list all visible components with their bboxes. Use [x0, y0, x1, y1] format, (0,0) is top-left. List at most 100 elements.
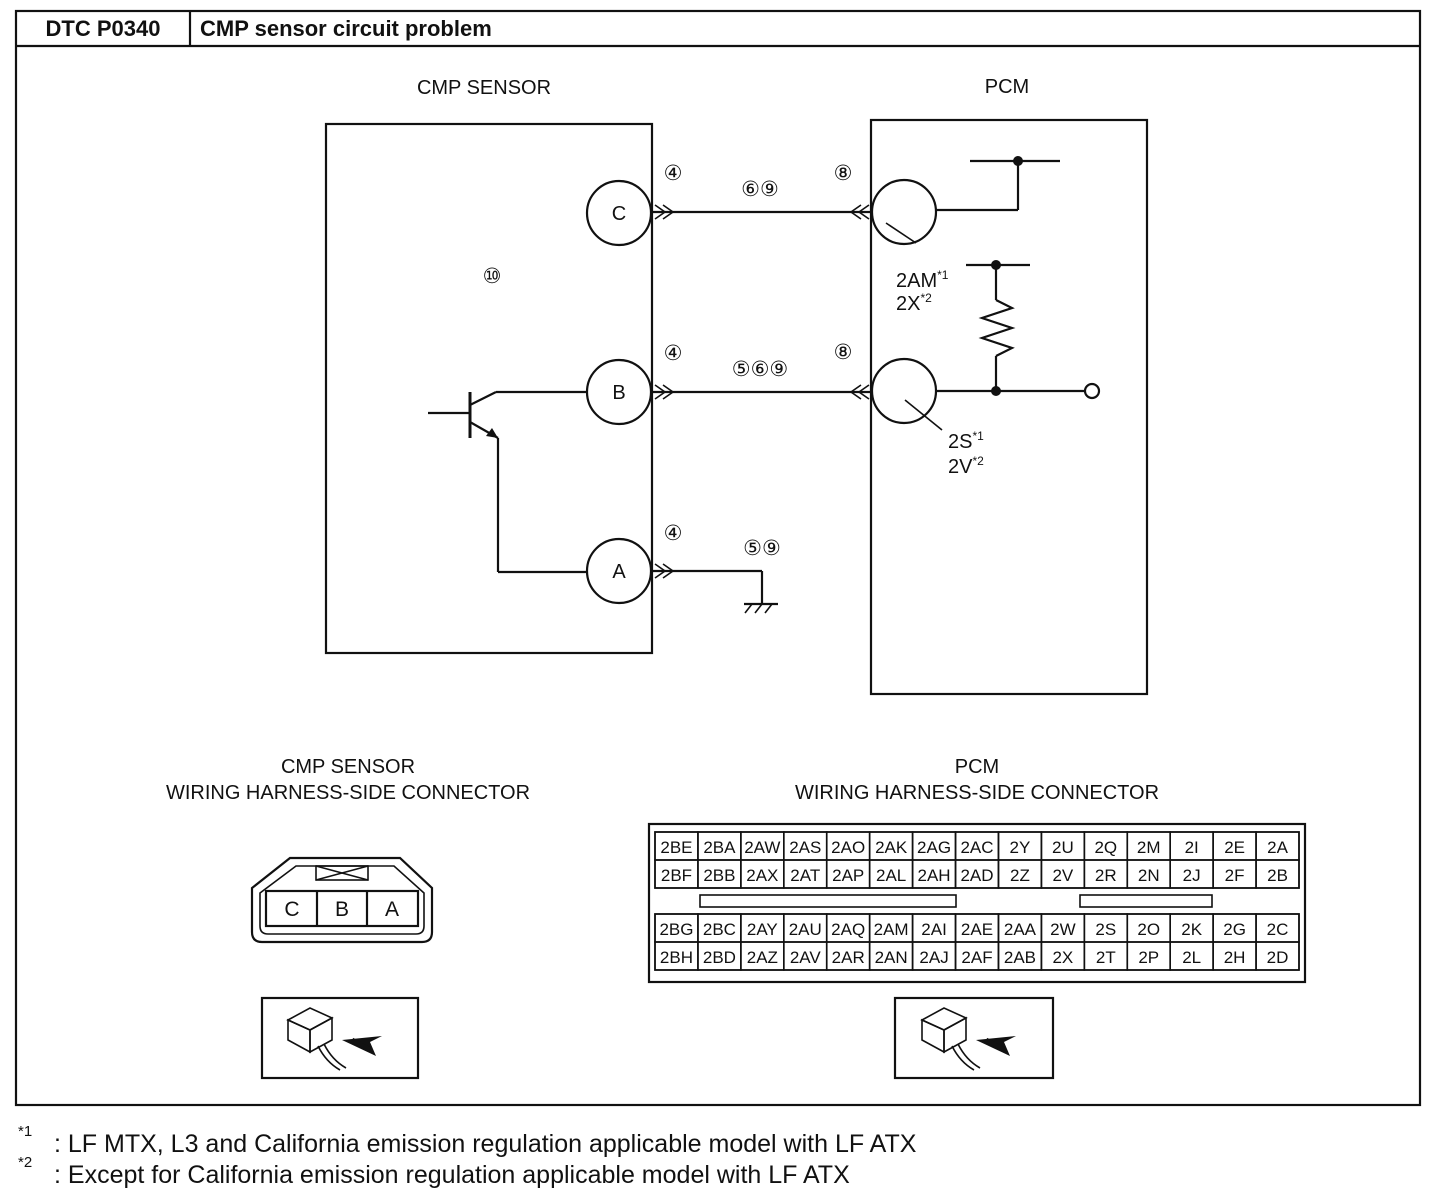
pcm-connector-pin-label: 2T — [1096, 948, 1116, 967]
pcm-connector-pin-label: 2P — [1138, 948, 1159, 967]
pcm-connector-pin-label: 2J — [1183, 866, 1201, 885]
pcm-connector-pin-label: 2K — [1181, 920, 1202, 939]
pcm-connector-pin-label: 2AM — [874, 920, 909, 939]
pcm-connector-pin-label: 2AY — [747, 920, 778, 939]
cmp-connector-title-1: CMP SENSOR — [281, 756, 415, 778]
pcm-connector-pin-label: 2BE — [660, 838, 692, 857]
pcm-connector-pin-label: 2BH — [660, 948, 693, 967]
cmp-sensor-box — [324, 122, 654, 655]
pcm-connector-pin-label: 2AS — [789, 838, 821, 857]
dtc-title: CMP sensor circuit problem — [200, 16, 492, 41]
pcm-connector-pin-label: 2O — [1137, 920, 1160, 939]
pcm-pin-upper-label: 2AM*1 2X*2 — [896, 268, 949, 315]
pcm-connector-pin-label: 2V — [1052, 866, 1073, 885]
cmp-connector: C B A — [250, 856, 434, 944]
pcm-connector-pin-label: 2U — [1052, 838, 1074, 857]
pcm-connector-pin-label: 2N — [1138, 866, 1160, 885]
pcm-pin-upper — [870, 178, 938, 246]
pcm-connector-pin-label: 2Q — [1094, 838, 1117, 857]
ref-sensor-c: ④ — [664, 162, 683, 185]
svg-text:: LF MTX, L3 and California em: : LF MTX, L3 and California emission reg… — [54, 1130, 917, 1158]
pcm-connector-pin-label: 2AA — [1004, 920, 1037, 939]
ref-wire-a: ⑤⑨ — [743, 537, 781, 560]
pcm-connector-pin-label: 2X — [1052, 948, 1073, 967]
transistor-symbol — [428, 390, 587, 574]
pcm-connector-pin-label: 2C — [1267, 920, 1289, 939]
pcm-connector-pin-label: 2AR — [832, 948, 865, 967]
svg-text:2X*2: 2X*2 — [896, 291, 932, 315]
pcm-connector-pin-label: 2E — [1224, 838, 1245, 857]
ref-sensor-a: ④ — [664, 522, 683, 545]
ref-pcm-b: ⑧ — [834, 341, 853, 364]
pcm-pin-lower-label: 2S*1 2V*2 — [948, 429, 984, 478]
ref-wire-b: ⑤⑥⑨ — [732, 358, 788, 381]
dtc-code: DTC P0340 — [46, 16, 161, 41]
pcm-connector-pin-label: 2AF — [961, 948, 992, 967]
pcm-connector-pin-label: 2BD — [703, 948, 736, 967]
cmp-connector-pin-b: B — [335, 898, 349, 921]
cmp-connector-pin-c: C — [284, 898, 299, 921]
pcm-connector-pin-label: 2AH — [918, 866, 951, 885]
pcm-connector-pin-label: 2A — [1267, 838, 1288, 857]
svg-text:2S*1: 2S*1 — [948, 429, 984, 453]
ref-sensor-b: ④ — [664, 342, 683, 365]
pcm-connector-pin-label: 2AW — [744, 838, 780, 857]
cmp-view-direction-icon — [260, 996, 420, 1080]
pcm-pin-lower — [870, 357, 938, 425]
sensor-pin-c-label: C — [612, 203, 626, 225]
pcm-connector-cell — [1255, 941, 1300, 971]
sensor-internal-ref: ⑩ — [483, 265, 502, 288]
pcm-connector-pin-label: 2Y — [1010, 838, 1031, 857]
pcm-connector-pin-label: 2BG — [659, 920, 693, 939]
pcm-connector-pin-label: 2BB — [703, 866, 735, 885]
pcm-connector-pin-label: 2AP — [832, 866, 864, 885]
pcm-connector-pin-label: 2AI — [921, 920, 947, 939]
pcm-connector-pin-label: 2Z — [1010, 866, 1030, 885]
pcm-view-direction-icon — [893, 996, 1055, 1080]
pcm-connector-pin-label: 2L — [1182, 948, 1201, 967]
pcm-connector-pin-label: 2AV — [790, 948, 822, 967]
diagram-frame — [14, 9, 1422, 1107]
svg-text:*1: *1 — [18, 1123, 32, 1140]
wire-a — [651, 563, 764, 604]
pcm-connector-pin-label: 2AE — [961, 920, 993, 939]
ref-wire-c: ⑥⑨ — [741, 178, 779, 201]
svg-text:: Except for California emissi: : Except for California emission regulat… — [54, 1161, 850, 1189]
svg-text:2AM*1: 2AM*1 — [896, 268, 949, 292]
pcm-connector-pin-label: 2AC — [960, 838, 993, 857]
pcm-connector-pin-label: 2AO — [831, 838, 865, 857]
pcm-connector-pin-label: 2AU — [789, 920, 822, 939]
pcm-connector-title-1: PCM — [955, 756, 999, 778]
pcm-connector-pin-label: 2AB — [1004, 948, 1036, 967]
pcm-connector-pin-label: 2S — [1095, 920, 1116, 939]
pcm-connector-pin-label: 2I — [1185, 838, 1199, 857]
pcm-connector-pin-label: 2D — [1267, 948, 1289, 967]
pcm-connector-cell — [1255, 859, 1300, 889]
footnote-2: *2 : Except for California emission regu… — [18, 1154, 850, 1189]
pcm-connector-pin-label: 2G — [1223, 920, 1246, 939]
pcm-connector-pin-label: 2B — [1267, 866, 1288, 885]
pcm-connector-pin-label: 2AL — [876, 866, 906, 885]
svg-text:*2: *2 — [18, 1154, 32, 1171]
pcm-connector-pin-label: 2BC — [703, 920, 736, 939]
pcm-connector-pin-label: 2AJ — [919, 948, 948, 967]
pcm-label: PCM — [985, 76, 1029, 98]
pcm-connector-pin-label: 2AK — [875, 838, 908, 857]
pcm-connector-title-2: WIRING HARNESS-SIDE CONNECTOR — [795, 782, 1159, 804]
pcm-connector-pin-label: 2AN — [875, 948, 908, 967]
pcm-connector-pin-label: 2AD — [960, 866, 993, 885]
ref-pcm-c: ⑧ — [834, 162, 853, 185]
sensor-pin-b-label: B — [612, 382, 625, 404]
cmp-connector-title-2: WIRING HARNESS-SIDE CONNECTOR — [166, 782, 530, 804]
sensor-pin-a-label: A — [612, 561, 626, 583]
svg-text:2V*2: 2V*2 — [948, 454, 984, 478]
pull-up-resistor — [978, 299, 1016, 357]
wire-b — [651, 384, 871, 400]
cmp-sensor-label: CMP SENSOR — [417, 77, 551, 99]
pcm-connector-pin-label: 2AZ — [747, 948, 778, 967]
ground-symbol — [744, 602, 778, 614]
pcm-connector-pin-label: 2M — [1137, 838, 1161, 857]
pcm-connector-pin-label: 2AT — [790, 866, 820, 885]
